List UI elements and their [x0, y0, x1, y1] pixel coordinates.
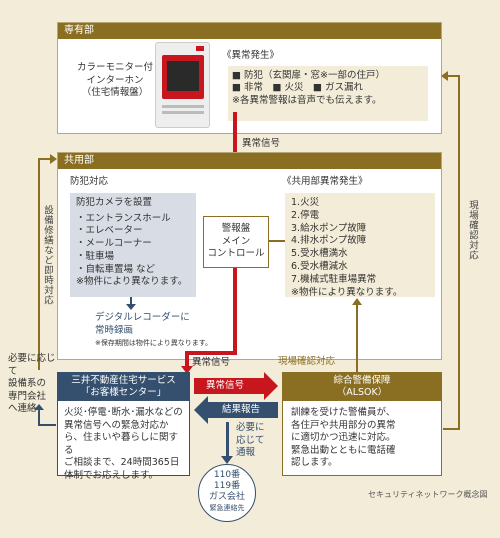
- arrow-report-label: 結果報告: [222, 404, 261, 415]
- right-vertical-label: 現場確認対応: [467, 200, 478, 260]
- onsite-label: 現場確認対応: [278, 356, 336, 367]
- device-label: カラーモニター付 インターホン （住宅情報盤）: [76, 62, 153, 98]
- crime-title: 防犯対応: [70, 176, 109, 187]
- recorder-arrow: [130, 297, 132, 306]
- mitsui-title: 三井不動産住宅サービス 「お客様センター」: [58, 373, 189, 401]
- mitsui-box: 三井不動産住宅サービス 「お客様センター」 火災･停電･断水･漏水などの 異常信…: [57, 372, 190, 481]
- emergency-circle: 110番 119番 ガス会社 緊急連絡先: [198, 464, 256, 522]
- intercom-device-icon: [155, 42, 210, 128]
- recorder-label: デジタルレコーダーに 常時録画: [95, 312, 190, 336]
- alsok-title: 綜合警備保障 （ALSOK）: [283, 373, 441, 401]
- left-vertical-label: 設備修繕など即時対応: [42, 205, 53, 305]
- alarm-control-box: 警報盤 メイン コントロール: [203, 216, 269, 268]
- signal-arrow-mid: [233, 268, 237, 353]
- arrow-signal-label: 異常信号: [206, 380, 245, 391]
- signal-mid-label: 異常信号: [192, 357, 231, 368]
- diagram-caption: セキュリティネットワーク概念図: [368, 490, 488, 499]
- private-header: 専有部: [58, 23, 441, 39]
- common-alarm-box: 1.火災 2.停電 3.給水ポンプ故障 4.排水ポンプ故障 5.受水槽満水 6.…: [285, 193, 435, 298]
- private-alarm: 《異常発生》 ■ 防犯（玄関扉・窓※一部の住戸） ■ 非常 ■ 火災 ■ ガス漏…: [222, 50, 437, 121]
- signal-arrow-right: [194, 378, 264, 394]
- recorder-note: ※保存期間は物件により異なります。: [95, 339, 213, 347]
- report-arrow-left: [208, 402, 278, 418]
- left-note: 必要に応じて 設備系の 専門会社 へ連絡: [8, 353, 56, 414]
- common-header: 共用部: [58, 153, 441, 169]
- notify-label: 必要に 応じて 通報: [236, 422, 265, 458]
- common-alarm-title: 《共用部異常発生》: [282, 176, 368, 187]
- alsok-box: 綜合警備保障 （ALSOK） 訓練を受けた警備員が、 各住戸や共用部分の異常 に…: [282, 372, 442, 476]
- camera-box: 防犯カメラを設置 ・エントランスホール ・エレベーター ・メールコーナー ・駐車…: [70, 193, 196, 297]
- signal-top-label: 異常信号: [242, 138, 281, 149]
